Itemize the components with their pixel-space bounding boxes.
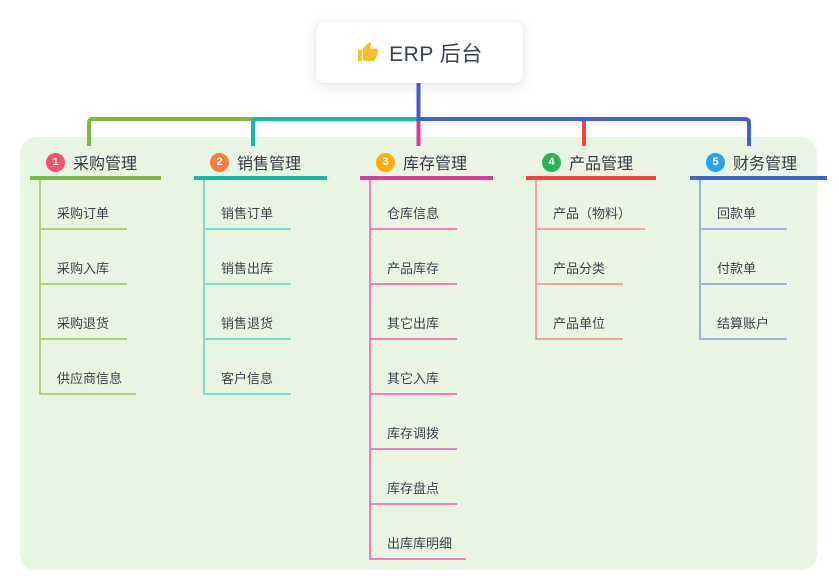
child-node[interactable]: 结算账户 <box>701 285 787 340</box>
child-node[interactable]: 产品单位 <box>537 285 623 340</box>
child-node[interactable]: 付款单 <box>701 230 787 285</box>
child-label: 产品（物料） <box>553 206 632 221</box>
branch-number-badge: 2 <box>210 152 229 172</box>
root-node-erp[interactable]: ERP 后台 <box>316 22 523 83</box>
child-label: 客户信息 <box>221 371 274 386</box>
child-label: 其它入库 <box>387 371 440 386</box>
branch-number-badge: 1 <box>46 152 65 172</box>
branch-label: 采购管理 <box>73 156 138 173</box>
child-label: 库存调拨 <box>387 426 440 441</box>
branch-node-purchase[interactable]: 1 采购管理 <box>30 148 161 180</box>
branch-label: 产品管理 <box>569 156 634 173</box>
child-node[interactable]: 客户信息 <box>205 340 291 395</box>
child-node[interactable]: 库存调拨 <box>371 395 457 450</box>
root-node-title: ERP 后台 <box>389 42 483 66</box>
branch-node-product[interactable]: 4 产品管理 <box>526 148 656 180</box>
child-node[interactable]: 销售订单 <box>205 180 291 230</box>
branch-product: 4 产品管理 产品（物料） 产品分类 产品单位 <box>526 148 656 340</box>
child-node[interactable]: 采购订单 <box>41 180 127 230</box>
child-label: 仓库信息 <box>387 206 440 221</box>
child-label: 其它出库 <box>387 316 440 331</box>
child-label: 销售出库 <box>221 261 274 276</box>
child-node[interactable]: 库存盘点 <box>371 450 457 505</box>
branch-children: 回款单 付款单 结算账户 <box>699 180 827 340</box>
child-node[interactable]: 仓库信息 <box>371 180 457 230</box>
branch-label: 库存管理 <box>403 156 468 173</box>
thumbs-up-icon <box>358 41 379 62</box>
branch-label: 财务管理 <box>733 156 798 173</box>
child-label: 结算账户 <box>717 316 770 331</box>
child-label: 销售订单 <box>221 206 274 221</box>
branch-label: 销售管理 <box>237 156 302 173</box>
branch-number-badge: 5 <box>706 152 725 172</box>
child-node[interactable]: 产品分类 <box>537 230 623 285</box>
child-label: 采购入库 <box>57 261 110 276</box>
branch-purchase: 1 采购管理 采购订单 采购入库 采购退货 供应商信息 <box>30 148 161 395</box>
child-node[interactable]: 产品库存 <box>371 230 457 285</box>
child-node[interactable]: 产品（物料） <box>537 180 646 230</box>
child-node[interactable]: 销售出库 <box>205 230 291 285</box>
branch-number-badge: 4 <box>542 152 561 172</box>
child-node[interactable]: 回款单 <box>701 180 787 230</box>
child-node[interactable]: 采购入库 <box>41 230 127 285</box>
branch-children: 采购订单 采购入库 采购退货 供应商信息 <box>39 180 161 395</box>
child-label: 库存盘点 <box>387 481 440 496</box>
child-label: 供应商信息 <box>57 371 123 386</box>
child-node[interactable]: 其它出库 <box>371 285 457 340</box>
branch-node-finance[interactable]: 5 财务管理 <box>690 148 827 180</box>
child-label: 采购订单 <box>57 206 110 221</box>
child-label: 销售退货 <box>221 316 274 331</box>
child-node[interactable]: 销售退货 <box>205 285 291 340</box>
child-label: 产品分类 <box>553 261 606 276</box>
branch-children: 产品（物料） 产品分类 产品单位 <box>535 180 656 340</box>
branch-number-badge: 3 <box>376 152 395 172</box>
child-label: 回款单 <box>717 206 757 221</box>
child-label: 采购退货 <box>57 316 110 331</box>
child-label: 产品单位 <box>553 316 606 331</box>
branch-children: 仓库信息 产品库存 其它出库 其它入库 库存调拨 库存盘点 出库库明细 <box>369 180 493 560</box>
branch-node-inventory[interactable]: 3 库存管理 <box>360 148 493 180</box>
child-label: 产品库存 <box>387 261 440 276</box>
branch-children: 销售订单 销售出库 销售退货 客户信息 <box>203 180 327 395</box>
child-node[interactable]: 其它入库 <box>371 340 457 395</box>
child-node[interactable]: 出库库明细 <box>371 505 467 560</box>
child-node[interactable]: 供应商信息 <box>41 340 137 395</box>
branch-finance: 5 财务管理 回款单 付款单 结算账户 <box>690 148 827 340</box>
branch-node-sales[interactable]: 2 销售管理 <box>194 148 327 180</box>
branch-inventory: 3 库存管理 仓库信息 产品库存 其它出库 其它入库 库存调拨 库存盘点 出库库… <box>360 148 493 560</box>
child-label: 出库库明细 <box>387 536 453 551</box>
child-node[interactable]: 采购退货 <box>41 285 127 340</box>
child-label: 付款单 <box>717 261 757 276</box>
branches-background-panel <box>20 137 817 570</box>
branch-sales: 2 销售管理 销售订单 销售出库 销售退货 客户信息 <box>194 148 327 395</box>
